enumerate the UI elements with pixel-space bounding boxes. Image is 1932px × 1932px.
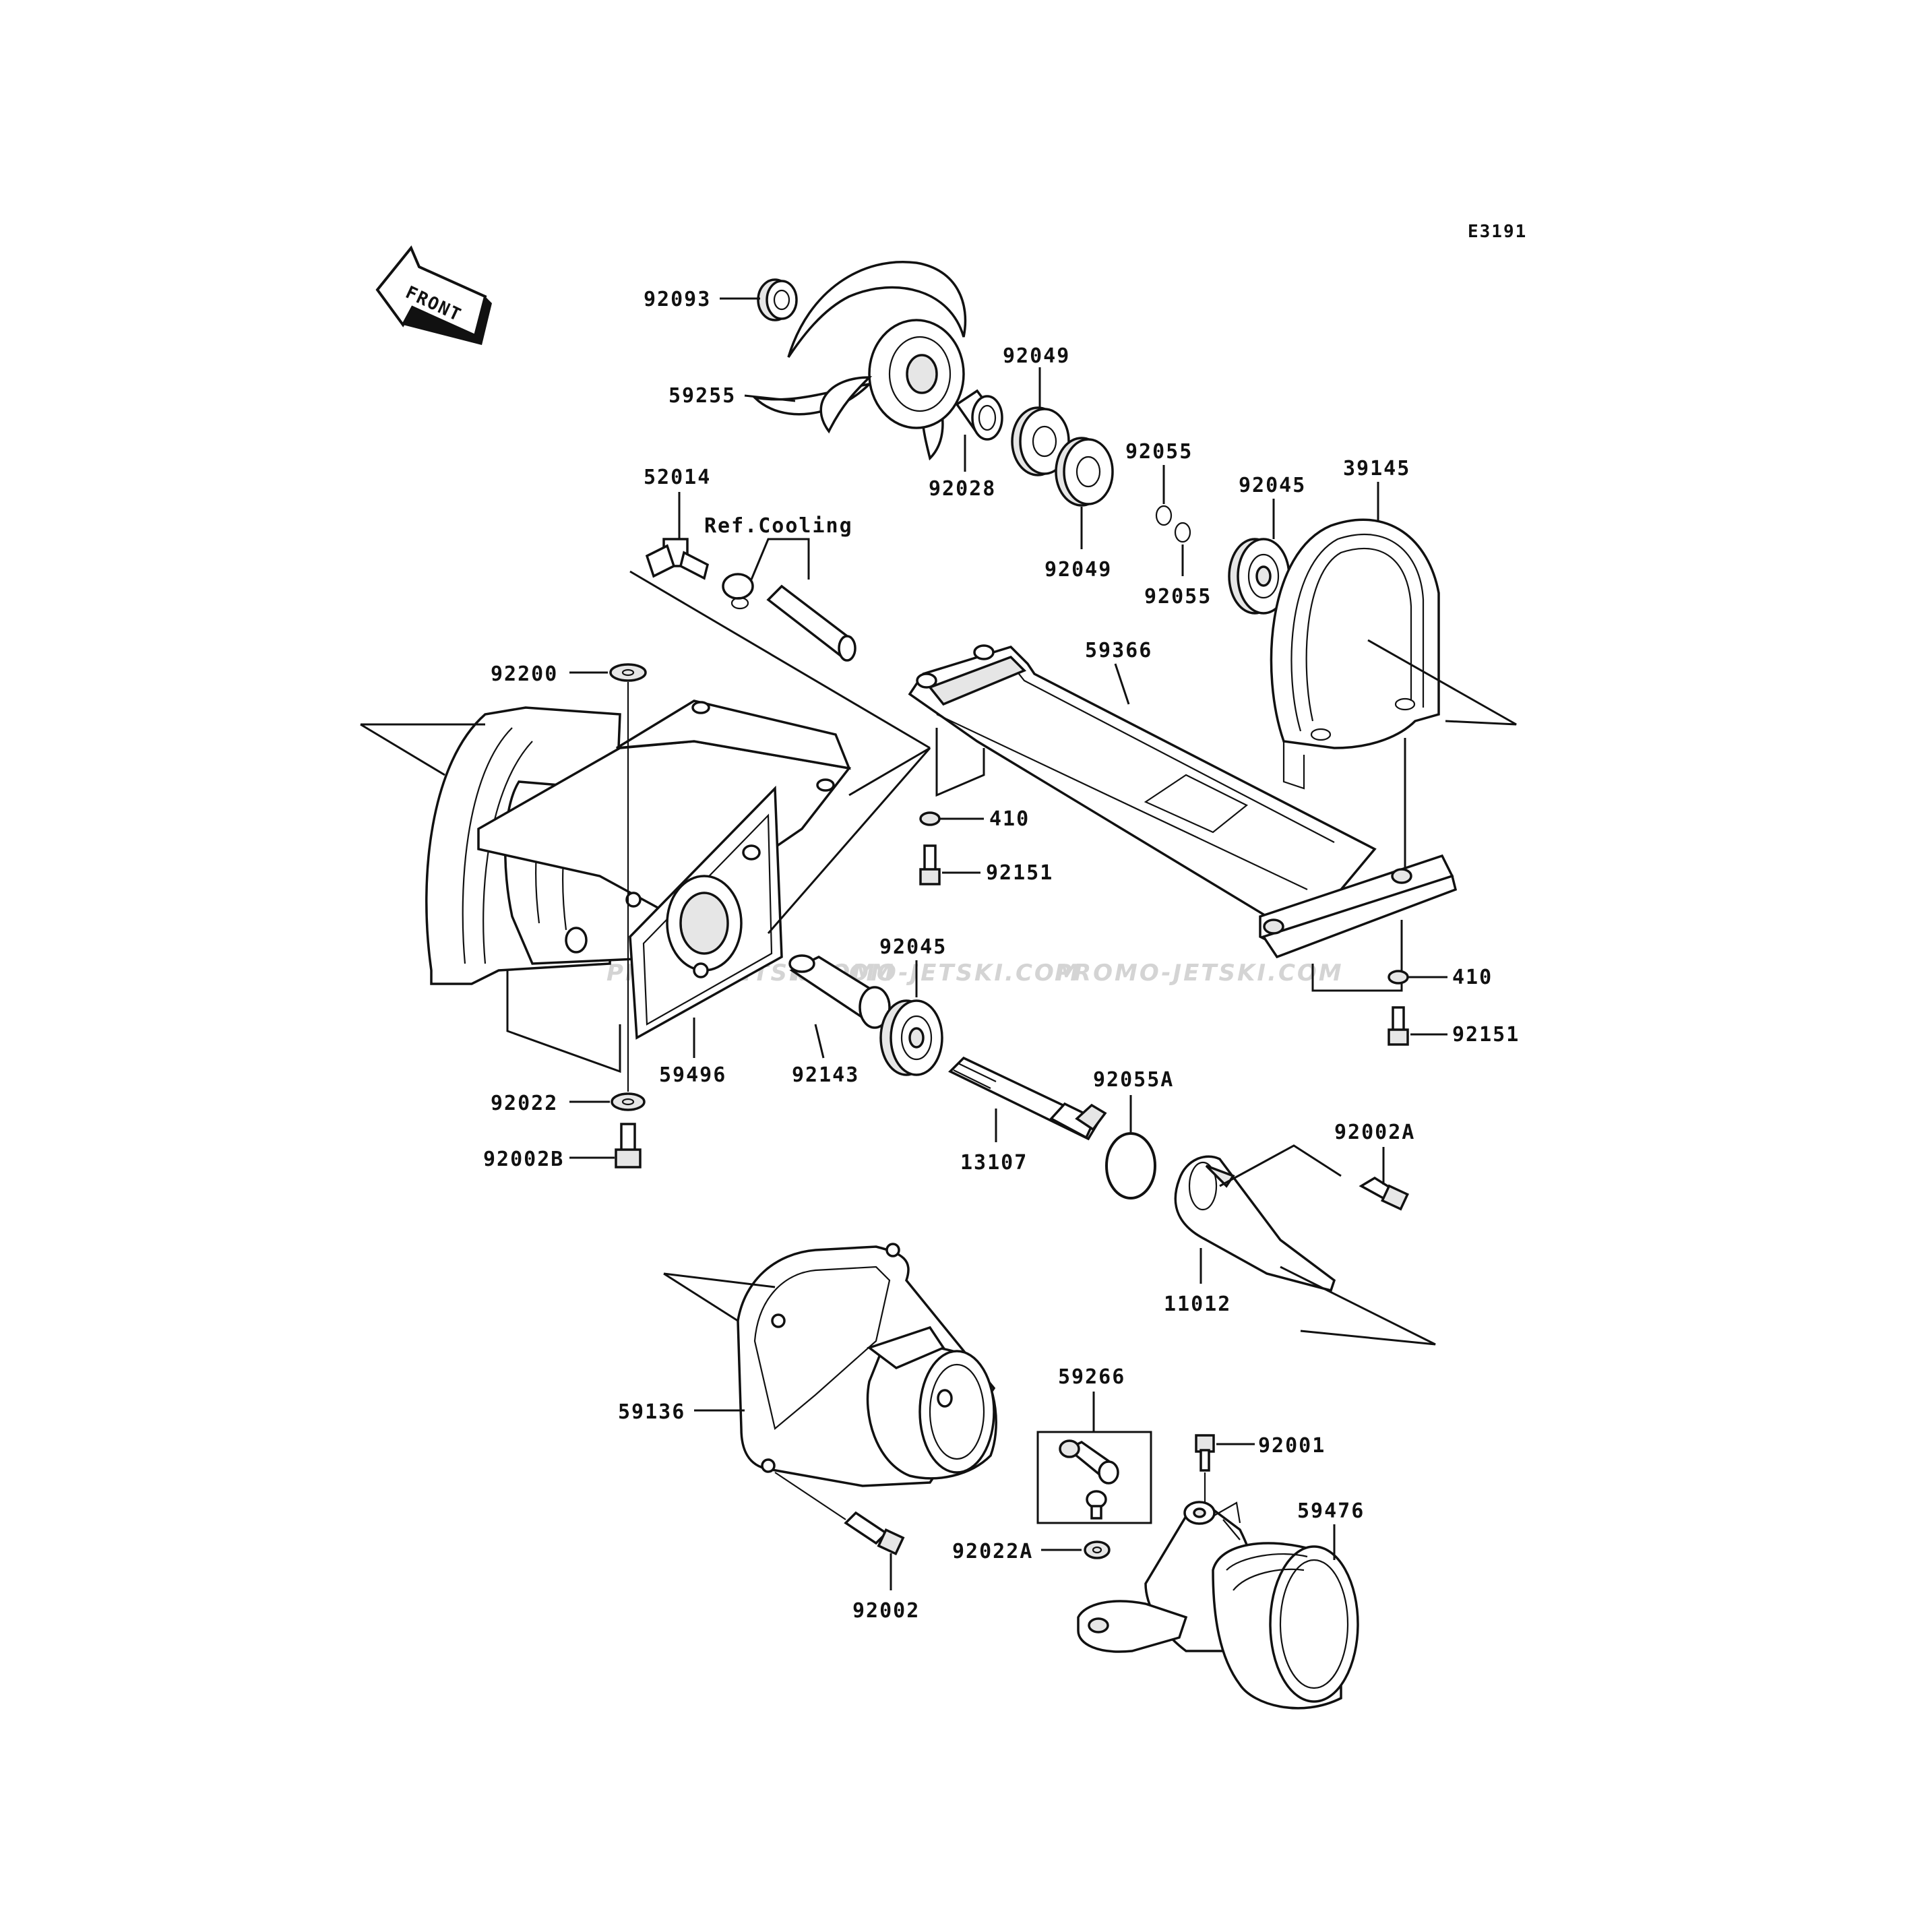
part-92022-washer: [611, 1092, 646, 1111]
label-59255: 59255: [668, 384, 736, 408]
label-13107: 13107: [960, 1151, 1028, 1175]
label-11012: 11012: [1164, 1292, 1231, 1316]
label-59496: 59496: [659, 1063, 726, 1087]
part-92049-seal-a: [1011, 406, 1070, 476]
label-410-a: 410: [989, 807, 1030, 831]
part-92002B-bolt: [615, 1123, 642, 1168]
watermark: PROMO-JETSKI.COM: [1055, 960, 1344, 987]
part-59266-valve-icon: [1059, 1439, 1119, 1520]
part-92151-bolt-a: [919, 844, 941, 885]
part-92002A-bolt: [1359, 1176, 1409, 1211]
label-59366: 59366: [1085, 639, 1152, 662]
label-92143: 92143: [792, 1063, 859, 1087]
label-92151-a: 92151: [986, 861, 1053, 885]
label-52014: 52014: [644, 466, 711, 489]
part-92093-cap: [757, 278, 798, 321]
part-59496-pump-housing: [425, 699, 852, 1040]
part-59476-steering-nozzle: [1077, 1501, 1359, 1710]
label-92049-a: 92049: [1003, 344, 1070, 368]
part-410-washer-b: [1388, 970, 1409, 985]
diagram-code: E3191: [1468, 222, 1527, 242]
part-39145-grate: [1270, 518, 1440, 790]
part-52014-fitting: [645, 538, 710, 580]
hose-clamp-icon: [722, 573, 754, 610]
front-arrow-icon: FRONT: [375, 245, 492, 345]
label-92022: 92022: [491, 1092, 558, 1115]
label-39145: 39145: [1343, 457, 1410, 480]
label-92002B: 92002B: [483, 1148, 564, 1171]
part-92151-bolt-b: [1388, 1006, 1409, 1046]
label-59266: 59266: [1058, 1365, 1125, 1389]
label-92028: 92028: [929, 477, 996, 501]
part-92055-oring-b: [1174, 522, 1191, 543]
label-59136: 59136: [618, 1400, 685, 1424]
label-92045-a: 92045: [1239, 474, 1306, 497]
label-92055A: 92055A: [1093, 1068, 1174, 1092]
label-92200: 92200: [491, 662, 558, 686]
label-92002: 92002: [852, 1599, 920, 1623]
ref-cooling-note: Ref.Cooling: [704, 514, 853, 538]
label-92001: 92001: [1258, 1434, 1326, 1458]
part-59366-bracket: [908, 644, 1458, 959]
part-92055A-oring: [1105, 1132, 1156, 1199]
label-92049-b: 92049: [1045, 558, 1112, 582]
label-92151-b: 92151: [1452, 1023, 1520, 1047]
part-92143-sleeve: [788, 954, 891, 1029]
cooling-hose-icon: [766, 584, 856, 662]
label-92055-a: 92055: [1125, 440, 1193, 464]
label-92093: 92093: [644, 288, 711, 311]
part-92055-oring-a: [1155, 505, 1173, 526]
part-92200-washer: [609, 663, 647, 682]
label-92045-b: 92045: [879, 935, 947, 959]
label-59476: 59476: [1297, 1499, 1365, 1523]
part-59255-impeller: [751, 261, 967, 461]
label-92055-b: 92055: [1144, 585, 1212, 609]
part-13107-shaft: [948, 1056, 1107, 1141]
part-92002-bolt: [844, 1511, 905, 1556]
part-92001-screw: [1195, 1434, 1215, 1472]
label-410-b: 410: [1452, 966, 1493, 989]
part-92049-seal-b: [1055, 437, 1114, 507]
part-92045-bearing-b: [879, 999, 943, 1076]
part-92028-sleeve: [955, 389, 1003, 441]
label-92022A: 92022A: [952, 1540, 1033, 1563]
label-92002A: 92002A: [1334, 1121, 1415, 1144]
part-59136-nozzle-housing: [737, 1243, 997, 1487]
part-410-washer-a: [919, 811, 941, 826]
part-92022A-washer: [1084, 1540, 1111, 1559]
part-92045-bearing-a: [1228, 538, 1290, 615]
part-11012-cone: [1174, 1155, 1336, 1292]
